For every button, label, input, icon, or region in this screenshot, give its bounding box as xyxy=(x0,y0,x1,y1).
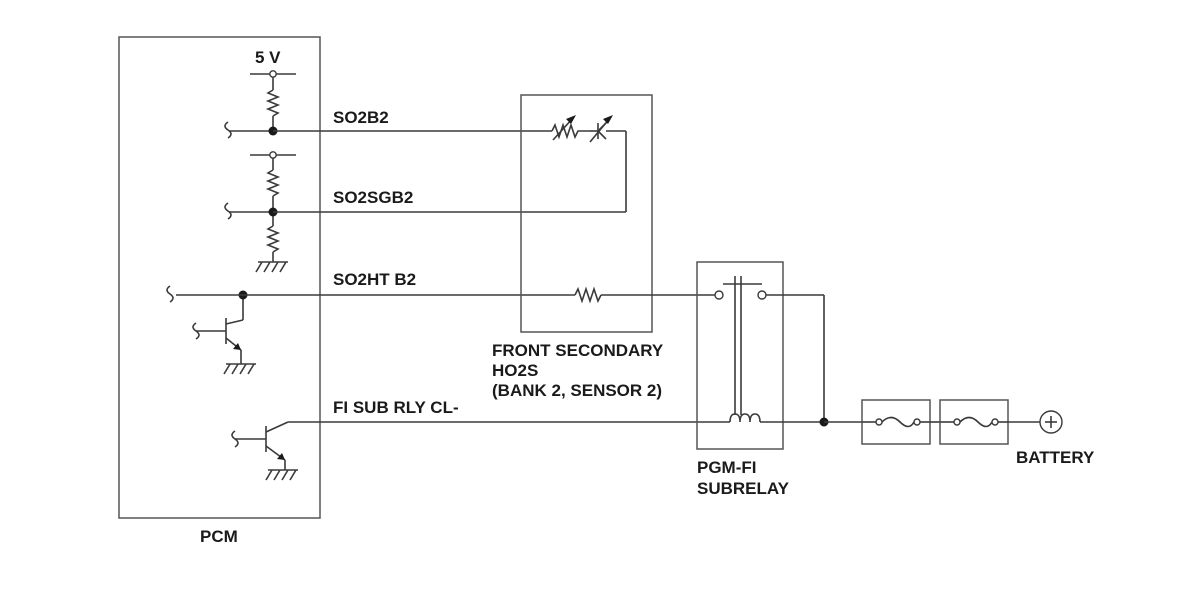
label-5v: 5 V xyxy=(255,48,281,67)
relay-driver-transistor xyxy=(231,421,289,470)
label-fi-sub-rly: FI SUB RLY CL- xyxy=(333,398,459,417)
label-ho2s-line1: FRONT SECONDARY xyxy=(492,341,664,360)
label-battery: BATTERY xyxy=(1016,448,1095,467)
supply-terminal-2 xyxy=(250,151,296,170)
ho2s-sensor-block xyxy=(520,94,653,333)
resistor-pullup-1 xyxy=(265,89,281,117)
label-so2b2: SO2B2 xyxy=(333,108,389,127)
label-ho2s-line2: HO2S xyxy=(492,361,538,380)
sensor-heater-resistor xyxy=(574,286,602,304)
label-subrelay-line1: PGM-FI xyxy=(697,458,757,477)
relay-coil xyxy=(729,413,761,423)
internal-stub-2 xyxy=(224,202,232,220)
label-subrelay-line2: SUBRELAY xyxy=(697,479,790,498)
internal-stub-3 xyxy=(166,285,174,303)
label-ho2s-line3: (BANK 2, SENSOR 2) xyxy=(492,381,662,400)
ground-symbol-1 xyxy=(255,261,288,273)
fuse-2 xyxy=(939,399,1009,445)
pcm-block xyxy=(118,36,321,519)
internal-stub-1 xyxy=(224,121,232,139)
heater-driver-transistor xyxy=(192,295,244,364)
fuse-1 xyxy=(861,399,931,445)
label-so2sgb2: SO2SGB2 xyxy=(333,188,413,207)
ground-symbol-2 xyxy=(223,363,256,375)
label-pcm: PCM xyxy=(200,527,238,546)
ground-symbol-3 xyxy=(265,469,298,481)
battery-plus-icon xyxy=(1039,410,1063,434)
supply-terminal xyxy=(250,70,296,90)
sensor-variable-element xyxy=(589,115,613,143)
label-so2htb2: SO2HT B2 xyxy=(333,270,416,289)
pgm-fi-subrelay-block xyxy=(696,261,824,450)
sensor-variable-resistor xyxy=(551,122,590,140)
resistor-pullup-2 xyxy=(265,169,281,197)
resistor-pulldown xyxy=(265,225,281,253)
